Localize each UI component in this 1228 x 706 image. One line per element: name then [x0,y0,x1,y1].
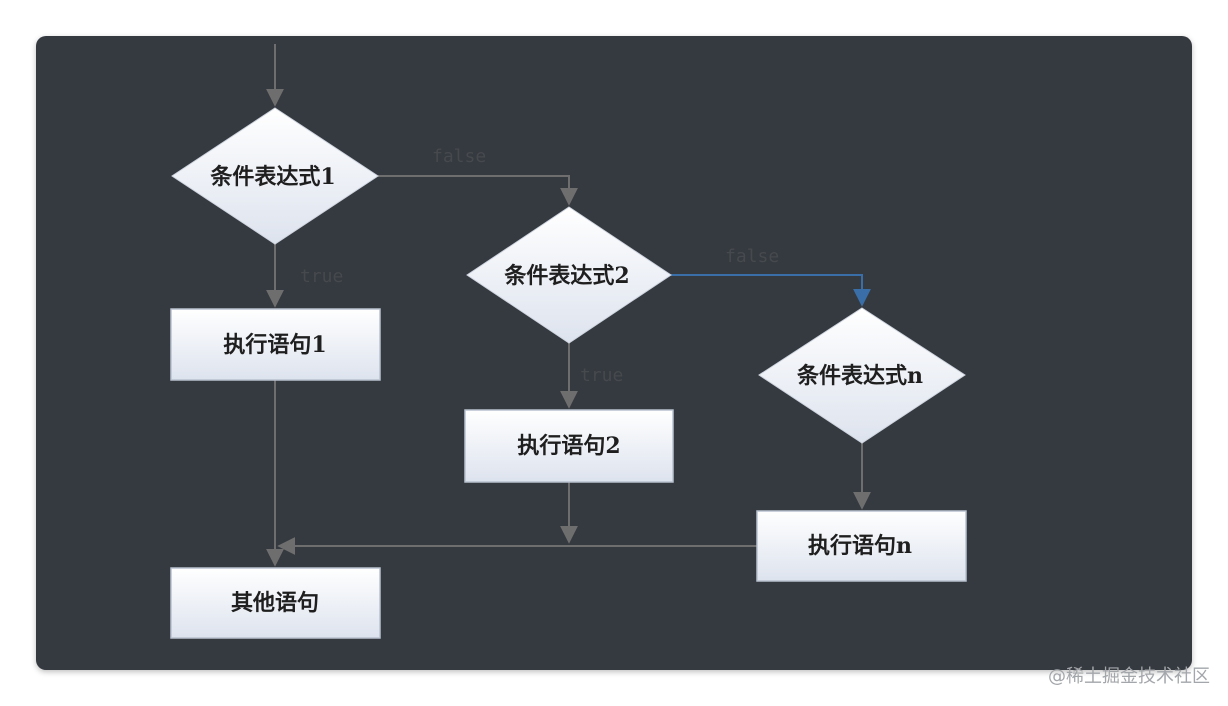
edge-cond1-false [378,175,578,206]
decision-cond2: 条件表达式2 [466,206,672,344]
process-other-label: 其他语句 [231,590,319,616]
decision-condn-label: 条件表达式n [796,363,923,389]
process-stmt1: 执行语句1 [170,308,381,381]
process-stmt2-label: 执行语句2 [517,433,620,459]
label-false-1: false [432,146,486,167]
label-true-1: true [300,266,343,287]
label-false-2: false [725,246,779,267]
decision-cond2-label: 条件表达式2 [503,263,629,289]
process-other: 其他语句 [170,567,381,639]
decision-cond1-label: 条件表达式1 [209,164,335,190]
process-stmt1-label: 执行语句1 [223,332,326,358]
process-stmtn: 执行语句n [756,510,967,582]
decision-condn: 条件表达式n [758,307,966,444]
label-true-2: true [580,365,623,386]
process-stmtn-label: 执行语句n [808,533,912,559]
decision-cond1: 条件表达式1 [171,107,379,245]
process-stmt2: 执行语句2 [464,409,674,483]
watermark: @稀土掘金技术社区 [1048,666,1210,687]
edge-cond2-false [671,274,871,307]
edges [266,44,871,567]
